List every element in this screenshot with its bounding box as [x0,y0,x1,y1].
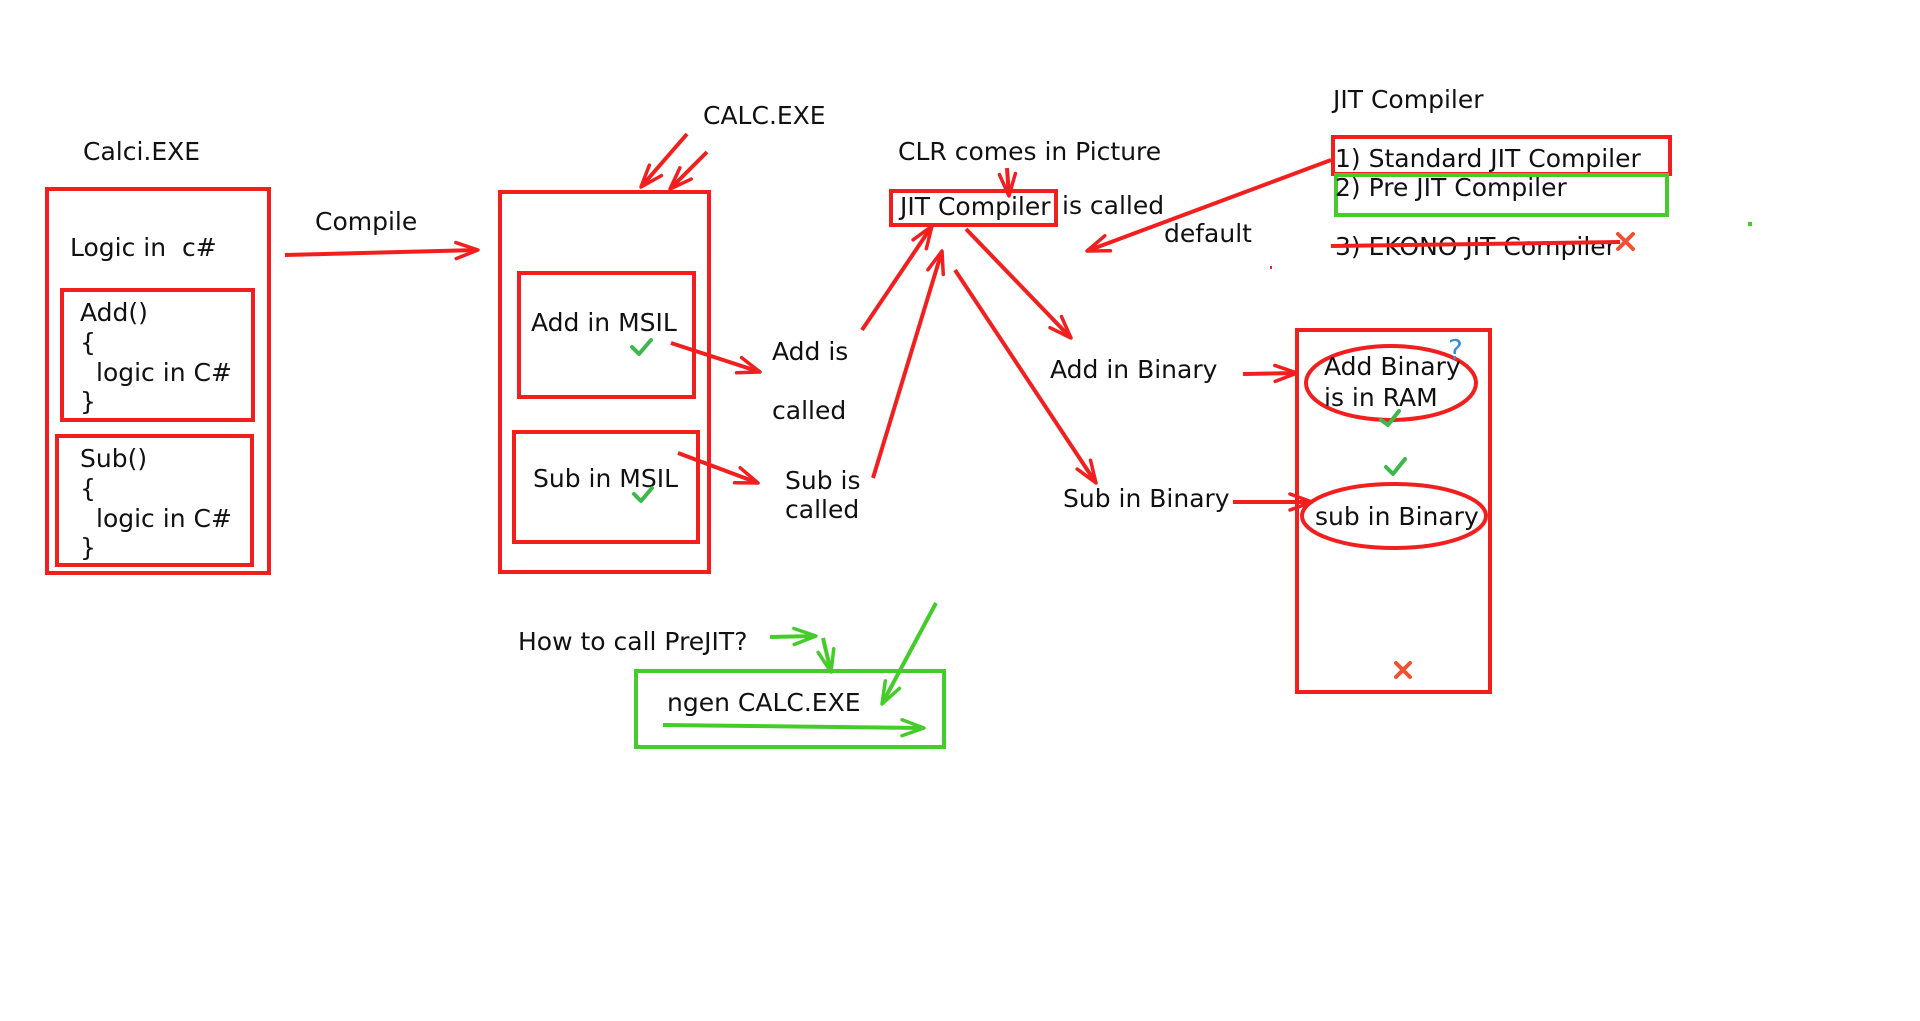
sub-method-close-brace: } [80,533,96,562]
ekono-strikethrough [1330,240,1621,248]
jit-to-add-binary-arrow [964,227,1073,340]
check-icon [1379,409,1401,427]
default-label: default [1164,219,1252,248]
sub-called-line2: called [785,495,859,524]
source-exe-box [45,187,271,575]
sub-called-line1: Sub is [785,466,861,495]
jit-types-heading: JIT Compiler [1331,85,1484,114]
add-called-line2: called [772,396,846,425]
prejit-arrow-down [816,637,836,674]
jit-to-sub-binary-arrow [953,268,1098,485]
sub-method-body: logic in C# [96,504,232,533]
question-icon: ? [1448,333,1463,366]
check-icon [1384,457,1407,476]
sub-binary-label: Sub in Binary [1063,484,1230,513]
compile-arrow [284,240,480,261]
green-dot [1748,222,1752,226]
jit-compiler-box [889,189,1058,227]
add-binary-to-ram-arrow [1242,363,1299,384]
add-msil-label: Add in MSIL [531,308,677,337]
add-to-jit-arrow [860,224,934,332]
sub-msil-box [512,430,700,544]
add-binary-label: Add in Binary [1050,355,1218,384]
add-method-box [60,288,255,422]
add-binary-ram-line2: is in RAM [1324,383,1438,412]
jit-is-called-label: is called [1062,191,1164,220]
add-method-open-brace: { [80,328,96,357]
add-msil-box [517,271,696,399]
add-method-body: logic in C# [96,358,232,387]
check-icon [632,486,654,503]
prejit-question: How to call PreJIT? [518,627,747,656]
sub-binary-ram-label: sub in Binary [1315,502,1479,531]
standard-jit-label: 1) Standard JIT Compiler [1335,144,1641,173]
sub-to-jit-arrow [871,249,946,479]
clr-title: CLR comes in Picture [898,137,1161,166]
jit-compiler-label: JIT Compiler [898,192,1051,221]
sub-method-signature: Sub() [80,444,147,473]
source-logic-label: Logic in c# [70,233,217,262]
cross-icon [1616,232,1635,251]
msil-title-arrow-2 [668,150,709,191]
ngen-underline-arrow [662,717,926,738]
sub-binary-ram-ellipse [1300,482,1488,550]
stray-mark [1270,266,1272,269]
add-binary-ram-line1: Add Binary [1324,352,1461,381]
ngen-command-label: ngen CALC.EXE [667,688,861,717]
pre-jit-label: 2) Pre JIT Compiler [1335,173,1568,202]
msil-exe-title: CALC.EXE [703,101,826,130]
add-called-line1: Add is [772,337,848,366]
msil-exe-box [498,190,711,574]
sub-method-open-brace: { [80,474,96,503]
source-exe-title: Calci.EXE [83,137,200,166]
add-method-signature: Add() [80,298,148,327]
pre-jit-box [1334,173,1669,217]
prejit-diagonal-arrow [880,602,938,706]
ngen-command-box [634,669,946,749]
sub-msil-label: Sub in MSIL [533,464,678,493]
sub-call-arrow [677,451,760,485]
compile-label: Compile [315,207,417,236]
check-icon [630,338,653,356]
add-call-arrow [670,341,762,375]
prejit-arrow-right [769,626,818,647]
msil-title-arrow-1 [639,132,689,189]
add-method-close-brace: } [80,387,96,416]
sub-method-box [55,434,254,567]
ram-box [1295,328,1492,694]
cross-icon [1394,661,1412,679]
default-jit-arrow [1085,158,1332,253]
